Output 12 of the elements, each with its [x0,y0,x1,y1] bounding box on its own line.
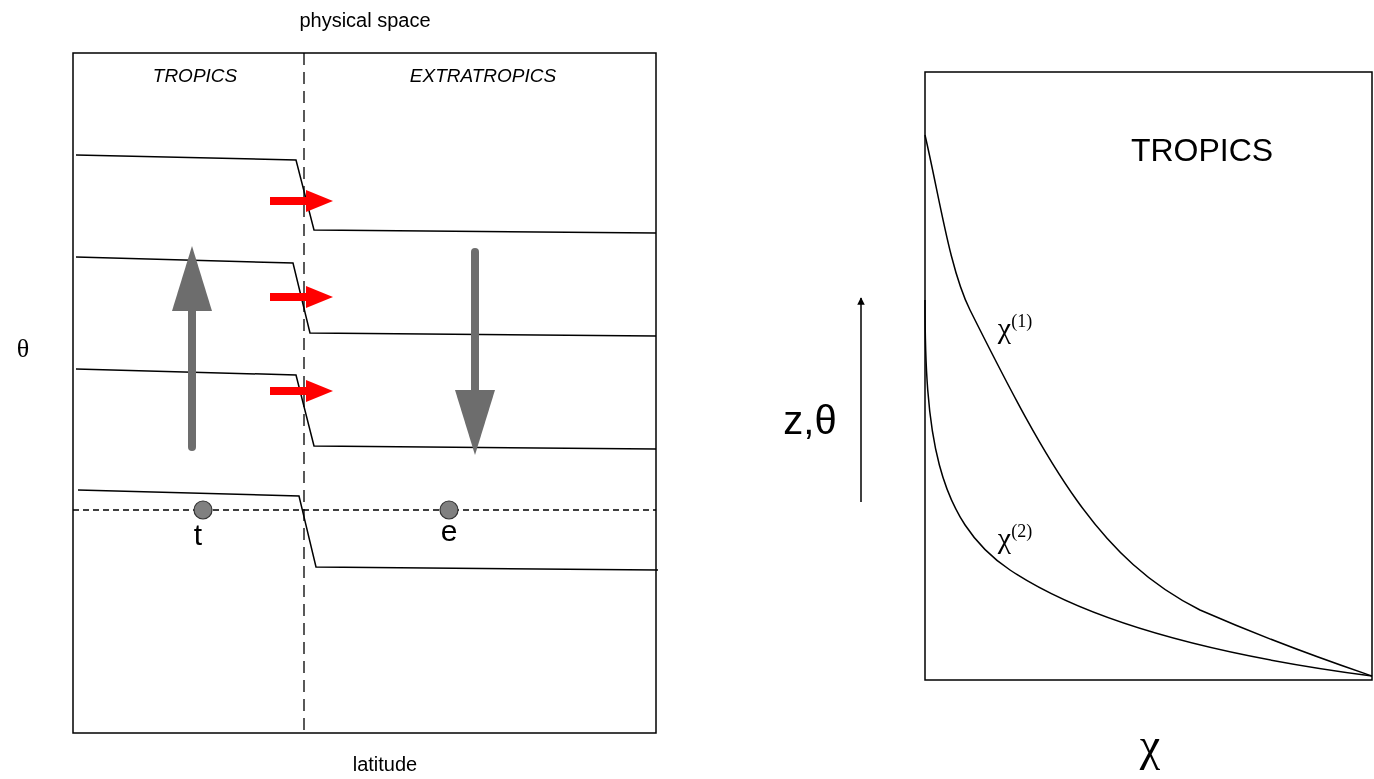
region-label: TROPICS [152,66,238,85]
point-label: e [440,516,458,546]
region-label: EXTRATROPICS [409,66,557,85]
region-label: TROPICS [1130,134,1274,166]
axis-label: z,θ [783,400,837,440]
axis-label: latitude [352,754,418,774]
panel-title: physical space [299,10,431,30]
curve-label: χ$^{(1)}$ [997,312,1033,343]
curve-label: χ$^{(2)}$ [997,522,1033,553]
axis-label: θ [16,336,30,362]
point-label: t [193,520,203,550]
axis-label: χ [1139,722,1161,768]
